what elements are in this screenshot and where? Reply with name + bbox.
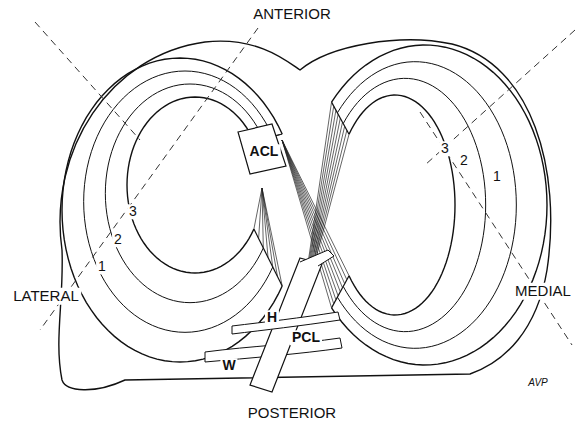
zone-division-line: [35, 22, 140, 140]
acl-ligament: [238, 124, 286, 174]
orientation-label: ANTERIOR: [251, 6, 333, 23]
horn-attachment-fibre: [262, 188, 277, 277]
meniscus-zone-line: [127, 97, 254, 273]
ligament-label: PCL: [290, 330, 322, 345]
zone-number: 3: [127, 204, 139, 219]
orientation-label: MEDIAL: [513, 283, 573, 300]
lateral-meniscus: [62, 58, 282, 362]
tibial-plateau-outline: [59, 40, 551, 390]
horn-attachment-fibre: [262, 188, 263, 248]
horn-attachment-fibre: [254, 188, 262, 229]
horn-attachment-fibre: [262, 188, 273, 267]
orientation-label: POSTERIOR: [246, 405, 338, 422]
horn-attachment-fibre: [282, 140, 347, 280]
zone-division-line: [425, 30, 575, 165]
zone-division-line: [420, 112, 572, 345]
ligament-label: H: [265, 310, 279, 325]
meniscus-zone-line: [349, 95, 455, 315]
ligament-label: ACL: [248, 144, 281, 159]
meniscus-horn-edge: [332, 276, 349, 308]
horn-attachment-fibre: [262, 188, 268, 258]
meniscus-zone-line: [343, 78, 485, 331]
humphrey-ligament: [232, 312, 340, 334]
meniscus-horn-edge: [332, 102, 349, 134]
horn-attachment-fibre: [262, 188, 282, 286]
meniscus-zone-line: [84, 71, 273, 332]
zone-division-line: [40, 28, 258, 330]
meniscus-zone-line: [337, 62, 516, 349]
ligament-label: W: [220, 358, 237, 373]
artist-signature: AVP: [526, 377, 549, 388]
pcl-cut-end: [300, 250, 334, 266]
meniscus-zone-line: [105, 84, 263, 303]
medial-meniscus: [332, 45, 547, 365]
meniscus-zone-line: [62, 58, 282, 362]
zone-number: 1: [491, 169, 503, 184]
zone-number: 2: [112, 232, 124, 247]
meniscus-zone-line: [332, 45, 547, 365]
horn-attachment-fibre: [282, 140, 345, 284]
orientation-label: LATERAL: [11, 288, 81, 305]
meniscus-horn-edge: [254, 229, 282, 286]
zone-number: 3: [439, 141, 451, 156]
zone-number: 2: [458, 153, 470, 168]
horn-attachment-fibre: [282, 140, 349, 276]
zone-number: 1: [96, 259, 108, 274]
